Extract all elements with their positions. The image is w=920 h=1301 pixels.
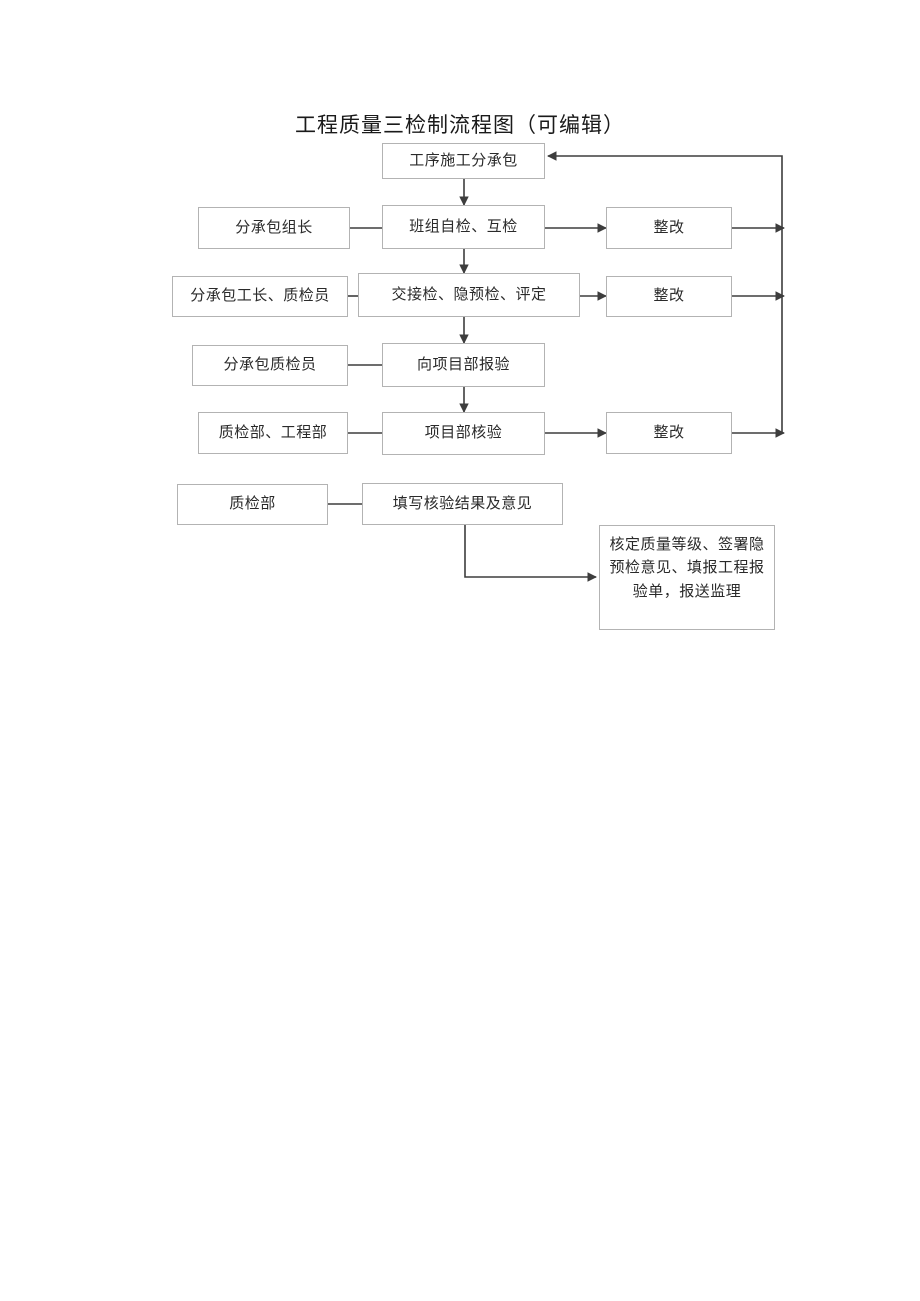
node-step2-label: 交接检、隐预检、评定 bbox=[391, 286, 547, 303]
page-title: 工程质量三检制流程图（可编辑） bbox=[295, 113, 625, 137]
node-rectify-3[interactable]: 整改 bbox=[606, 412, 732, 454]
node-rectify-1[interactable]: 整改 bbox=[606, 207, 732, 249]
node-role-subcontractor-inspector[interactable]: 分承包质检员 bbox=[192, 345, 348, 386]
node-role3-label: 分承包质检员 bbox=[223, 357, 317, 374]
node-step3-label: 向项目部报验 bbox=[416, 356, 510, 373]
node-role-foreman-inspector[interactable]: 分承包工长、质检员 bbox=[172, 276, 348, 317]
node-fix3-label: 整改 bbox=[653, 424, 685, 441]
node-role5-label: 质检部 bbox=[229, 496, 276, 513]
node-start[interactable]: 工序施工分承包 bbox=[382, 143, 545, 179]
node-step-report-to-project[interactable]: 向项目部报验 bbox=[382, 343, 545, 387]
node-fix2-label: 整改 bbox=[653, 288, 685, 305]
node-rectify-2[interactable]: 整改 bbox=[606, 276, 732, 317]
node-step-fill-verification-result[interactable]: 填写核验结果及意见 bbox=[362, 483, 563, 525]
node-start-label: 工序施工分承包 bbox=[409, 152, 518, 169]
node-final-label: 核定质量等级、签署隐预检意见、填报工程报验单，报送监理 bbox=[609, 537, 765, 600]
node-step-handover-check[interactable]: 交接检、隐预检、评定 bbox=[358, 273, 580, 317]
node-role-qc-department[interactable]: 质检部 bbox=[177, 484, 328, 525]
node-step-team-self-check[interactable]: 班组自检、互检 bbox=[382, 205, 545, 249]
node-step4-label: 项目部核验 bbox=[424, 425, 503, 442]
node-step1-label: 班组自检、互检 bbox=[409, 218, 518, 235]
node-fix1-label: 整改 bbox=[653, 219, 685, 236]
node-step-project-verification[interactable]: 项目部核验 bbox=[382, 412, 545, 455]
node-role-qc-and-engineering[interactable]: 质检部、工程部 bbox=[198, 412, 348, 454]
node-role-subcontractor-leader[interactable]: 分承包组长 bbox=[198, 207, 350, 249]
node-step5-label: 填写核验结果及意见 bbox=[392, 495, 533, 512]
node-role1-label: 分承包组长 bbox=[235, 219, 313, 236]
node-role4-label: 质检部、工程部 bbox=[218, 424, 328, 441]
node-role2-label: 分承包工长、质检员 bbox=[190, 288, 330, 305]
connector-step5-to-final bbox=[464, 525, 597, 582]
node-final-submit-to-supervision[interactable]: 核定质量等级、签署隐预检意见、填报工程报验单，报送监理 bbox=[599, 525, 775, 630]
